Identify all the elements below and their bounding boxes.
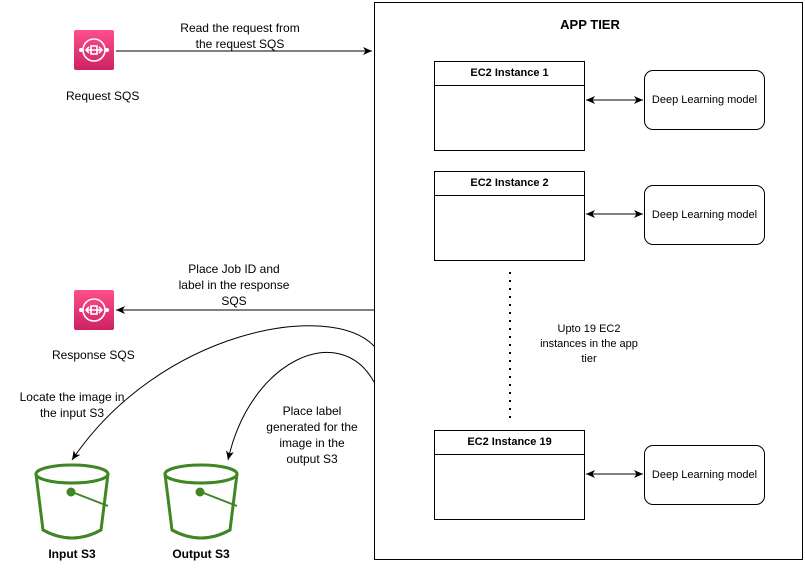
read-request-label: Read the request from the request SQS — [180, 21, 300, 51]
ec2-instance-1: EC2 Instance 1 — [434, 61, 585, 151]
deep-learning-model-1: Deep Learning model — [644, 70, 765, 130]
ec2-instance-19: EC2 Instance 19 — [434, 430, 585, 520]
input-s3-label: Input S3 — [48, 547, 96, 561]
deep-learning-model-2: Deep Learning model — [644, 185, 765, 245]
deep-learning-model-19: Deep Learning model — [644, 445, 765, 505]
output-s3-label: Output S3 — [172, 547, 230, 561]
app-tier-title: APP TIER — [560, 17, 620, 32]
place-label-curve — [226, 352, 375, 461]
scaling-note: Upto 19 EC2 instances in the app tier — [540, 323, 638, 365]
input-s3-bucket-icon — [34, 463, 110, 540]
app-tier-container — [374, 2, 803, 560]
response-sqs-icon — [74, 290, 114, 330]
response-sqs-label: Response SQS — [52, 348, 135, 362]
ec2-instance-19-title: EC2 Instance 19 — [435, 431, 584, 455]
request-sqs-icon — [74, 30, 114, 70]
ec2-instance-2: EC2 Instance 2 — [434, 171, 585, 261]
locate-image-label: Locate the image in the input S3 — [19, 390, 125, 420]
output-s3-bucket-icon — [163, 463, 239, 540]
ec2-instance-2-title: EC2 Instance 2 — [435, 172, 584, 196]
request-sqs-label: Request SQS — [66, 89, 140, 103]
place-label-label: Place label generated for the image in t… — [266, 404, 358, 466]
place-response-label: Place Job ID and label in the response S… — [178, 262, 290, 308]
locate-image-curve — [71, 325, 375, 461]
ec2-instance-1-title: EC2 Instance 1 — [435, 62, 584, 86]
